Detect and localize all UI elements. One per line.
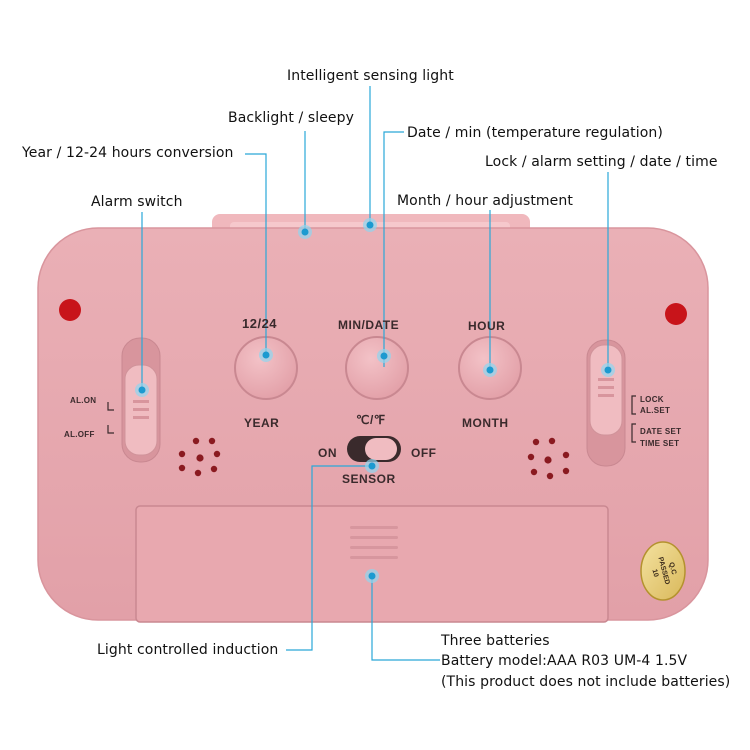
label-date-set: DATE SET [640, 427, 682, 436]
label-lock: LOCK [640, 395, 664, 404]
sensor-switch-knob [365, 438, 397, 460]
label-al-on: AL.ON [70, 396, 97, 405]
qc-sticker [640, 541, 686, 601]
left-hole [59, 299, 81, 321]
callout-alarm-switch: Alarm switch [91, 194, 183, 210]
label-time-set: TIME SET [640, 439, 680, 448]
callout-lock-alarm: Lock / alarm setting / date / time [485, 154, 718, 170]
label-sensor-off: OFF [411, 446, 437, 460]
leader-lines [141, 86, 609, 661]
label-year: YEAR [244, 416, 280, 430]
label-al-set: AL.SET [640, 406, 671, 415]
label-temp-unit: ℃/℉ [356, 413, 386, 427]
callout-intelligent-sensing-light: Intelligent sensing light [287, 68, 454, 84]
callout-batteries-1: Three batteries [441, 633, 550, 649]
button-min-date [345, 336, 409, 400]
callout-backlight-sleepy: Backlight / sleepy [228, 110, 355, 126]
lock-switch-knob [589, 344, 623, 436]
label-min-date: MIN/DATE [338, 318, 400, 332]
label-hour: HOUR [468, 319, 506, 333]
callout-batteries-3: (This product does not include batteries… [441, 674, 731, 690]
callout-date-min: Date / min (temperature regulation) [407, 125, 663, 141]
callout-year-12-24: Year / 12-24 hours conversion [22, 145, 234, 161]
label-12-24: 12/24 [242, 316, 278, 331]
callout-month-hour: Month / hour adjustment [397, 193, 573, 209]
indicator-dots [135, 218, 615, 583]
right-hole [665, 303, 687, 325]
label-sensor: SENSOR [342, 472, 396, 486]
callout-light-controlled: Light controlled induction [97, 642, 279, 658]
speaker-right [527, 437, 570, 480]
label-sensor-on: ON [318, 446, 337, 460]
speaker-left [178, 437, 221, 477]
callout-batteries-2: Battery model:AAA R03 UM-4 1.5V [441, 653, 688, 669]
label-month: MONTH [462, 416, 509, 430]
label-al-off: AL.OFF [64, 430, 95, 439]
